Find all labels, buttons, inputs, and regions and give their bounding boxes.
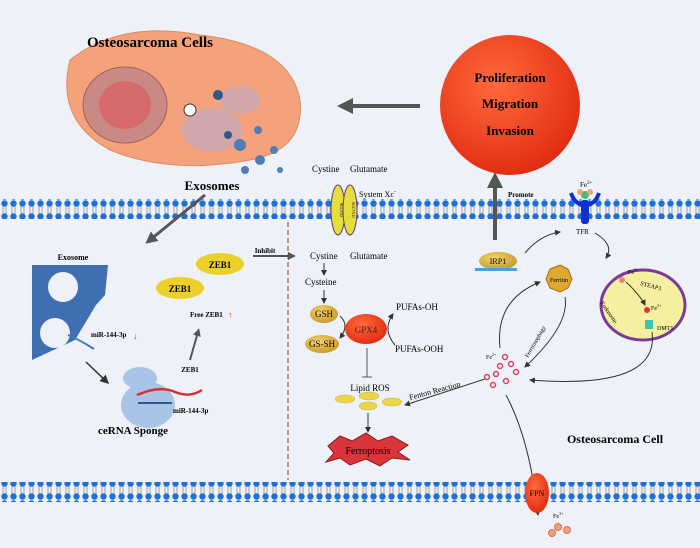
fe3-top-label: Fe3+: [580, 181, 593, 189]
ribosome-illustration: [121, 367, 203, 428]
outcome-circle: [440, 35, 580, 175]
zeb1-protein-label: ZEB1: [209, 260, 232, 270]
glutamate-inside-label: Glutamate: [350, 251, 388, 261]
slc3a2-label: SLC3A2: [339, 203, 344, 217]
zeb1-protein: [196, 253, 244, 275]
gpx4-label: GPX4: [355, 325, 378, 335]
fpn-transporter: [525, 473, 549, 513]
pufas-ooh-label: PUFAs-OOH: [395, 344, 444, 354]
ferritin-label: Ferritin: [550, 278, 568, 284]
slc7a11-transporter: [342, 184, 358, 236]
ferroptosis-label: Ferroptosis: [346, 446, 391, 457]
endosome-fe3-label: Fe3+: [628, 267, 639, 276]
cells-title: Osteosarcoma Cells: [87, 35, 213, 51]
exosome-label: Exosome: [58, 253, 89, 262]
lipid-ros-label: Lipid ROS: [350, 383, 389, 393]
system-xc-label: System Xc-: [359, 189, 396, 199]
cystine-outside-label: Cystine: [312, 164, 340, 174]
free-zeb1-label: Free ZEB1: [190, 311, 223, 319]
cerna-sponge-label: ceRNA Sponge: [98, 425, 168, 437]
ferroptosis-burst: [324, 432, 411, 467]
fe3-out-label: Fe3+: [553, 511, 564, 520]
osteosarcoma-cell-label: Osteosarcoma Cell: [567, 432, 664, 446]
outcome-migration: Migration: [482, 96, 539, 111]
exosome-entry-arrow: [145, 193, 206, 244]
outcome-invasion: Invasion: [486, 123, 534, 138]
fpn-label: FPN: [530, 489, 545, 498]
ferritin-node: [545, 264, 573, 293]
exosomes-label: Exosomes: [185, 178, 240, 193]
gsh-label: GSH: [315, 309, 334, 319]
inhibit-label: Inhibit: [255, 247, 276, 255]
irp1-label: IRP1: [490, 257, 506, 266]
zeb1-arrow-label: ZEB1: [181, 366, 199, 374]
gs-sh-label: GS-SH: [309, 339, 336, 349]
gsh-node: [310, 305, 338, 323]
osteosarcoma-cells-illustration: [66, 30, 301, 174]
endosome-fe2-label: Fe2+: [651, 303, 662, 312]
pufas-oh-label: PUFAs-OH: [396, 302, 438, 312]
promote-label: Promote: [508, 191, 534, 199]
cystine-inside-label: Cystine: [310, 251, 338, 261]
tfr-label: TFR: [576, 228, 589, 236]
cysteine-label: Cysteine: [305, 277, 337, 287]
glutamate-outside-label: Glutamate: [350, 164, 388, 174]
mir-144-3p-bound-label: miR-144-3p: [173, 407, 208, 415]
zeb1-protein-label: ZEB1: [169, 284, 192, 294]
steap3-label: STEAP3: [639, 281, 661, 292]
outcome-proliferation: Proliferation: [474, 70, 546, 85]
down-arrow-icon: ↓: [133, 331, 138, 341]
tfr-receptor: [569, 189, 601, 224]
slc7a11-label: SLC7A11: [351, 202, 356, 218]
fe3-out-ions: [548, 523, 571, 537]
dmt1-label: DMT1: [657, 326, 673, 332]
fenton-reaction-label: Fenton Reaction: [408, 380, 461, 402]
gs-sh-node: [305, 335, 339, 353]
ferritinophagy-label: Ferritinophagy: [525, 325, 548, 359]
irp1-node: [479, 252, 517, 270]
fe2-ions: [483, 353, 520, 389]
gpx4-node: [345, 314, 387, 344]
fenton-reaction-arrow: [404, 378, 486, 407]
up-arrow-icon: ↑: [228, 310, 233, 320]
dmt1-transporter: [645, 320, 653, 329]
zeb1-protein: [156, 277, 204, 299]
fe2-pool-label: Fe2+: [486, 352, 497, 361]
bottom-membrane: [0, 482, 700, 502]
mir-144-3p-down-label: miR-144-3p: [91, 331, 126, 339]
lipid-ros-droplets: [334, 391, 403, 411]
